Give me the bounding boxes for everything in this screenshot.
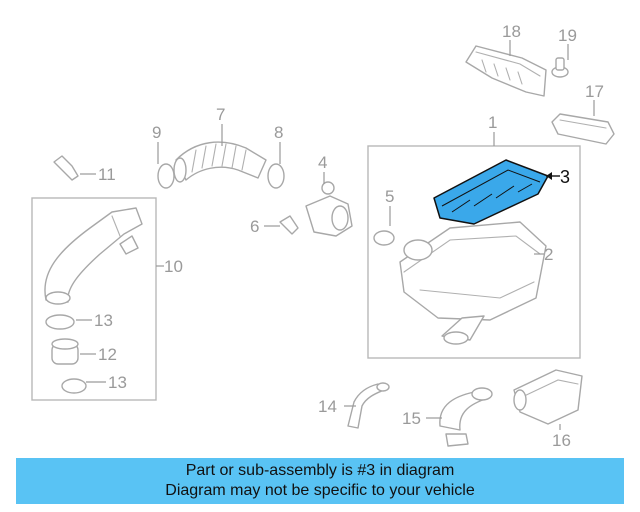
callout-2: 2 [544, 245, 553, 264]
callout-13-lower: 13 [108, 373, 127, 392]
part-10-tube [44, 207, 143, 305]
part-5-gasket [373, 230, 395, 246]
callout-4: 4 [318, 153, 327, 172]
banner-line-2: Diagram may not be specific to your vehi… [165, 482, 475, 499]
part-15-hose [439, 387, 493, 447]
callout-8: 8 [274, 123, 283, 142]
part-16-duct [513, 369, 583, 425]
part-11-bolt [53, 155, 79, 181]
part-8-clamp [267, 163, 285, 189]
callout-5: 5 [385, 187, 394, 206]
callout-13-upper: 13 [94, 311, 113, 330]
callout-12: 12 [98, 345, 117, 364]
part-7-hose [173, 141, 267, 183]
callout-6: 6 [250, 217, 259, 236]
callout-11: 11 [98, 165, 116, 184]
part-13-clamp-upper [45, 314, 75, 330]
part-12-coupler [51, 338, 79, 365]
callout-10: 10 [164, 257, 183, 276]
part-18-duct [465, 45, 547, 97]
part-13-clamp-lower [61, 378, 87, 394]
part-14-hose [347, 382, 390, 429]
callout-15: 15 [402, 409, 421, 428]
callout-16: 16 [552, 431, 571, 450]
callout-18: 18 [502, 22, 521, 41]
callout-14: 14 [318, 397, 337, 416]
callout-9: 9 [152, 123, 161, 142]
callout-1: 1 [488, 113, 497, 132]
callout-3: 3 [560, 167, 570, 187]
banner-line-1: Part or sub-assembly is #3 in diagram [185, 462, 455, 479]
info-banner: Part or sub-assembly is #3 in diagram Di… [16, 458, 624, 504]
callout-19: 19 [558, 26, 577, 45]
part-17-cover [551, 113, 615, 145]
part-9-clamp [157, 163, 175, 189]
part-19-bolt [551, 57, 569, 78]
part-3-highlighted [433, 159, 549, 225]
part-2-housing [399, 221, 547, 345]
part-4-sensor [305, 181, 353, 237]
callout-7: 7 [216, 105, 225, 124]
part-6-screw [279, 215, 299, 235]
callout-17: 17 [585, 82, 604, 101]
